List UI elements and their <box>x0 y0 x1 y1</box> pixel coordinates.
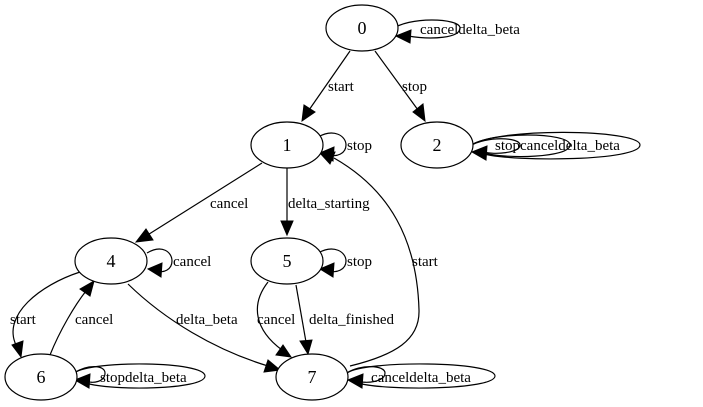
edge-2-to-2: stopcanceldelta_beta <box>469 131 641 161</box>
edge-label-0-to-1: start <box>328 79 355 95</box>
state-label-4: 4 <box>107 251 116 271</box>
edge-label-4-to-4: cancel <box>173 254 211 270</box>
edge-5-to-5: stop <box>317 248 372 278</box>
state-node-6: 6 <box>4 353 78 401</box>
state-label-6: 6 <box>37 367 46 387</box>
edge-1-to-4: cancel <box>134 162 263 243</box>
edge-label-5-to-5: stop <box>347 254 372 270</box>
state-label-7: 7 <box>308 367 317 387</box>
edge-4-to-7: delta_beta <box>127 283 282 373</box>
state-label-0: 0 <box>358 18 367 38</box>
edge-6-to-4: cancel <box>49 279 113 356</box>
edge-5-to-7-finished: delta_finished <box>295 284 394 356</box>
edge-1-to-5: delta_starting <box>280 168 370 237</box>
edge-4-to-4: cancel <box>146 248 211 278</box>
edge-label-6-to-6: stopdelta_beta <box>100 370 187 386</box>
state-label-5: 5 <box>283 251 292 271</box>
edge-4-to-6: start <box>10 271 81 359</box>
edge-0-to-2: stop <box>374 50 427 123</box>
edge-label-0-to-2: stop <box>402 79 427 95</box>
state-node-2: 2 <box>400 121 474 169</box>
edge-label-4-to-6: start <box>10 312 37 328</box>
state-node-1: 1 <box>250 121 324 169</box>
edge-7-to-7: canceldelta_beta <box>346 363 496 389</box>
edge-label-0-to-0: canceldelta_beta <box>420 22 520 38</box>
state-node-7: 7 <box>275 353 349 401</box>
state-node-4: 4 <box>74 237 148 285</box>
edge-label-2-to-2: stopcanceldelta_beta <box>495 138 620 154</box>
edge-label-1-to-4: cancel <box>210 196 248 212</box>
edge-0-to-0: canceldelta_beta <box>390 19 520 44</box>
edge-5-to-7-cancel: cancel <box>256 281 295 358</box>
edge-label-7-to-7: canceldelta_beta <box>371 370 471 386</box>
state-label-1: 1 <box>283 135 292 155</box>
edge-label-4-to-7: delta_beta <box>176 312 238 328</box>
edge-label-7-to-1: start <box>412 254 439 270</box>
state-label-2: 2 <box>433 135 442 155</box>
state-node-5: 5 <box>250 237 324 285</box>
edge-label-1-to-5: delta_starting <box>288 196 370 212</box>
edge-label-1-to-1: stop <box>347 138 372 154</box>
edge-label-6-to-4: cancel <box>75 312 113 328</box>
state-node-0: 0 <box>325 4 399 52</box>
edge-7-to-1: start <box>318 151 439 367</box>
edge-6-to-6: stopdelta_beta <box>73 363 206 389</box>
edge-0-to-1: start <box>301 50 355 123</box>
edge-label-5-to-7-cancel: cancel <box>257 312 295 328</box>
edge-label-5-to-7-finished: delta_finished <box>309 312 394 328</box>
